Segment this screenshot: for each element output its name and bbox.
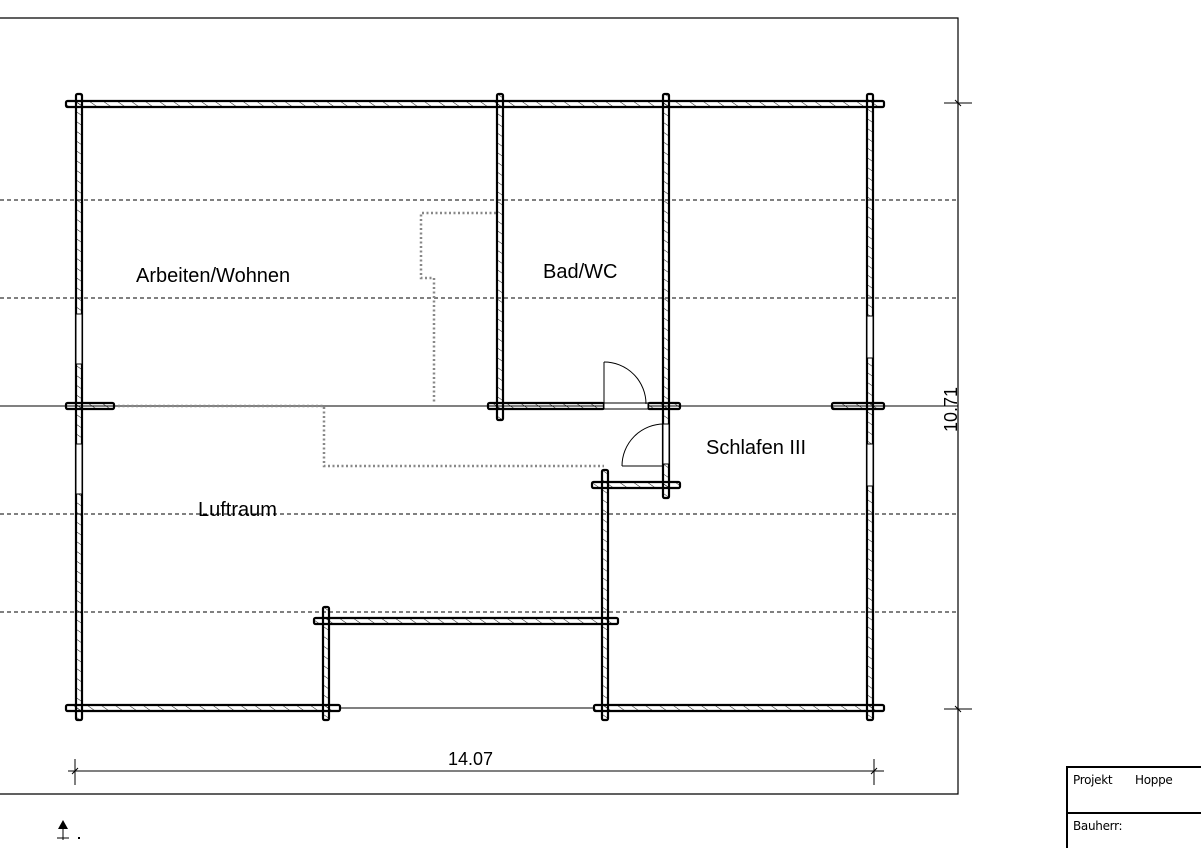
wall (590, 480, 682, 490)
dimension-height-label: 10.71 (941, 387, 961, 432)
title-block: Projekt Hoppe Bauherr: (1066, 766, 1201, 848)
wall (646, 401, 682, 411)
room-label-arbeiten-wohnen: Arbeiten/Wohnen (136, 265, 290, 287)
north-arrow-icon (57, 820, 80, 840)
door-opening (603, 402, 649, 410)
wall (495, 92, 505, 422)
project-value: Hoppe (1135, 773, 1173, 787)
walls (64, 92, 886, 722)
wall (64, 99, 886, 109)
project-label: Projekt (1073, 773, 1113, 787)
door-opening (662, 423, 670, 465)
door-bad-wc[interactable] (603, 361, 647, 405)
client-label: Bauherr: (1073, 819, 1123, 833)
wall (661, 92, 671, 500)
wall (830, 401, 886, 411)
roof-lines (0, 199, 958, 613)
window (866, 443, 874, 487)
dimension-width-label: 14.07 (448, 749, 493, 769)
title-block-project-row: Projekt Hoppe (1068, 768, 1201, 814)
wall (592, 703, 886, 713)
dimension-vertical (944, 94, 972, 720)
window (866, 315, 874, 359)
room-label-bad-wc: Bad/WC (543, 261, 617, 283)
room-label-luftraum: Luftraum (198, 499, 277, 521)
wall (312, 616, 620, 626)
room-label-schlafen-iii: Schlafen III (706, 437, 806, 459)
wall (600, 468, 610, 722)
window (75, 313, 83, 365)
wall (486, 401, 606, 411)
wall (321, 605, 331, 722)
door-schlafen[interactable] (621, 423, 665, 467)
wall (64, 401, 116, 411)
wall (64, 703, 342, 713)
doors (603, 361, 665, 467)
windows (75, 313, 874, 495)
dimension-horizontal (68, 759, 884, 785)
gallery-edge-dotted (118, 211, 604, 468)
window (75, 443, 83, 495)
